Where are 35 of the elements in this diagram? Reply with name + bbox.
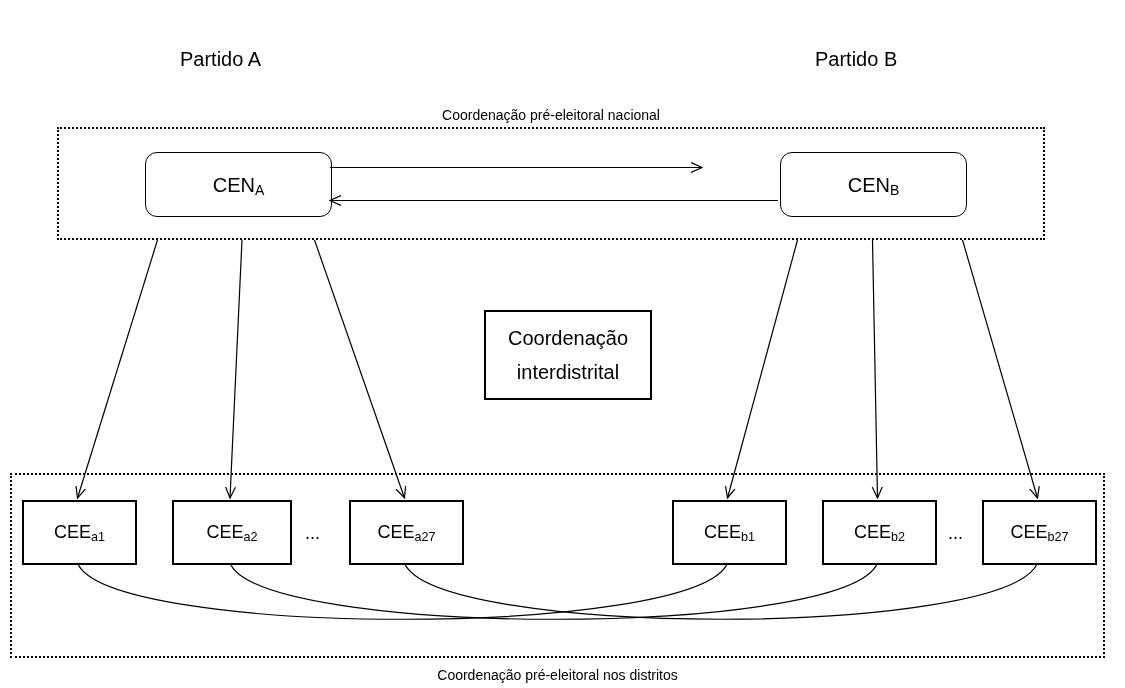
committee-box xyxy=(822,500,937,565)
arrow xyxy=(75,239,159,499)
committee-box xyxy=(145,152,332,217)
box-label: CEE$_{a27}$ xyxy=(377,521,436,546)
arrow xyxy=(313,239,407,499)
text-label: Partido B xyxy=(815,47,898,72)
label-box xyxy=(484,310,652,400)
arrow xyxy=(871,239,883,499)
group-heading: Coordenação pré-eleitoral nacional xyxy=(442,106,660,125)
box-label: CEE$_{b27}$ xyxy=(1010,521,1069,546)
committee-box xyxy=(22,500,137,565)
arrow xyxy=(329,194,779,207)
committee-box xyxy=(172,500,292,565)
committee-box xyxy=(780,152,967,217)
box-label: CEE$_{b1}$ xyxy=(704,521,755,546)
committee-box xyxy=(982,500,1097,565)
connector-curve xyxy=(76,562,729,620)
connector-curve xyxy=(229,562,879,620)
connector-curve xyxy=(403,562,1039,620)
box-label: CEE$_{b2}$ xyxy=(854,521,905,546)
text-label: Partido A xyxy=(180,47,262,72)
box-label: CEN$_{B}$ xyxy=(847,172,900,200)
committee-box xyxy=(349,500,464,565)
box-label: CEN$_{A}$ xyxy=(212,172,265,200)
group-heading: Coordenação pré-eleitoral nos distritos xyxy=(437,666,678,685)
box-label: Coordenação interdistrital xyxy=(506,326,630,385)
text-label: ... xyxy=(305,522,320,545)
box-label: CEE$_{a1}$ xyxy=(54,521,105,546)
box-label: CEE$_{a2}$ xyxy=(206,521,258,546)
arrow xyxy=(329,161,703,174)
arrow xyxy=(724,239,799,499)
text-label: ... xyxy=(948,522,963,545)
committee-box xyxy=(672,500,787,565)
arrow xyxy=(224,239,243,499)
arrow xyxy=(961,239,1040,499)
